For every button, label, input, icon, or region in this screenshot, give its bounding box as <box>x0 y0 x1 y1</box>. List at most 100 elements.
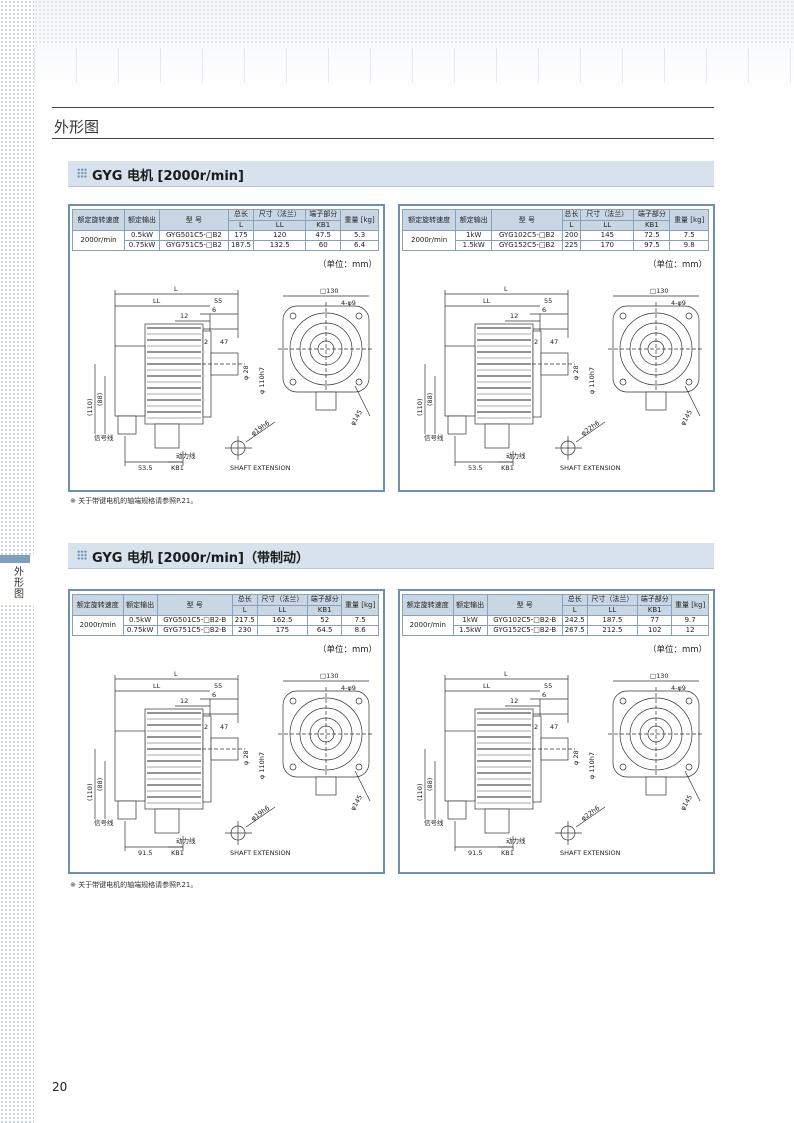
cell-speed: 2000r/min <box>402 615 454 636</box>
cell-LL: 175 <box>256 625 309 636</box>
page-title: 外形图 <box>54 118 100 136</box>
section-title: GYG 电机 [2000r/min] <box>92 169 245 184</box>
footnote: ※ 关于带键电机的轴端规格请参照P.21。 <box>70 881 198 889</box>
header-weight: 重量 [kg] <box>341 594 379 616</box>
subheader-L: L <box>561 219 582 231</box>
label-shaft-extension: SHAFT EXTENSION <box>230 464 291 472</box>
table-row: 0.75kW GYG751C5-□B2-B 230 175 64.5 8.6 <box>73 625 379 636</box>
spec-table: 额定旋转速度 额定输出 型 号 总长 尺寸（法兰） 端子部分 重量 [kg] L… <box>402 594 709 636</box>
dim-phi28: φ 28 <box>572 365 580 380</box>
cell-weight: 8.6 <box>341 625 379 636</box>
top-decorative-band <box>34 0 794 95</box>
outline-drawing: L LL 55 12 6 2 47 □130 4-φ9 φ 28 φ 110h7… <box>86 285 374 472</box>
cell-weight: 9.8 <box>669 240 709 251</box>
dim-L: L <box>504 285 508 293</box>
outline-drawing: L LL 55 12 6 2 47 □130 4-φ9 φ 28 φ 110h7… <box>86 670 374 857</box>
header-output: 额定输出 <box>452 594 488 616</box>
header-model: 型 号 <box>491 209 563 231</box>
spec-panel: 额定旋转速度 额定输出 型 号 总长 尺寸（法兰） 端子部分 重量 [kg] L… <box>398 204 715 492</box>
dim-47: 47 <box>220 338 228 346</box>
cell-weight: 12 <box>671 625 709 636</box>
dim-88: (88) <box>96 393 104 406</box>
label-power: 动力线 <box>506 836 526 845</box>
cell-speed: 2000r/min <box>72 615 124 636</box>
dim-53: 53.5 <box>138 464 152 472</box>
dim-6: 6 <box>542 691 546 699</box>
dim-47: 47 <box>550 338 558 346</box>
table-row: 1.5kW GYG152C5-□B2 225 170 97.5 9.8 <box>403 240 709 251</box>
cell-L: 187.5 <box>227 240 255 251</box>
label-shaft-extension: SHAFT EXTENSION <box>560 849 621 857</box>
dim-kb1: KB1 <box>501 849 514 857</box>
section-title: GYG 电机 [2000r/min]（带制动） <box>92 551 310 566</box>
dim-phi145: φ145 <box>679 794 694 812</box>
subheader-L: L <box>231 604 258 616</box>
dim-sq130: □130 <box>650 287 669 295</box>
dim-2: 2 <box>534 338 538 346</box>
outline-drawing: L LL 55 12 6 2 47 □130 4-φ9 φ 28 φ 110h7… <box>416 285 704 472</box>
cell-L: 225 <box>561 240 582 251</box>
subheader-KB1: KB1 <box>637 604 673 616</box>
spec-panel: 额定旋转速度 额定输出 型 号 总长 尺寸（法兰） 端子部分 重量 [kg] L… <box>68 589 385 874</box>
dim-phi110: φ 110h7 <box>258 367 266 394</box>
spec-table: 额定旋转速度 额定输出 型 号 总长 尺寸（法兰） 端子部分 重量 [kg] L… <box>401 209 709 251</box>
subheader-LL: LL <box>580 219 635 231</box>
cell-model: GYG501C5-□B2 <box>159 230 229 241</box>
dim-55: 55 <box>214 682 222 690</box>
dim-53: 91.5 <box>468 849 482 857</box>
dim-6: 6 <box>542 306 546 314</box>
dim-phi145: φ145 <box>349 409 364 427</box>
cell-KB1: 47.5 <box>305 230 342 241</box>
cell-LL: 145 <box>580 230 635 241</box>
dim-phi110: φ 110h7 <box>588 752 596 779</box>
cell-weight: 6.4 <box>340 240 379 251</box>
header-flange: 尺寸（法兰） <box>256 594 309 606</box>
unit-label: （单位：mm） <box>647 645 707 655</box>
subheader-KB1: KB1 <box>305 219 342 231</box>
cell-speed: 2000r/min <box>401 230 457 251</box>
label-signal: 信号线 <box>94 433 114 442</box>
header-flange: 尺寸（法兰） <box>580 209 635 221</box>
header-speed: 额定旋转速度 <box>401 209 457 231</box>
cell-speed: 2000r/min <box>72 230 125 251</box>
cell-weight: 9.7 <box>671 615 709 626</box>
subheader-LL: LL <box>586 604 639 616</box>
header-speed: 额定旋转速度 <box>72 594 124 616</box>
label-power: 动力线 <box>176 836 196 845</box>
cell-output: 0.75kW <box>122 625 158 636</box>
dim-phi28: φ 28 <box>572 750 580 765</box>
dim-holes: 4-φ9 <box>671 299 686 307</box>
dim-LL: LL <box>483 682 491 690</box>
header-terminal: 端子部分 <box>305 209 342 221</box>
header-weight: 重量 [kg] <box>340 209 379 231</box>
section-header-1: GYG 电机 [2000r/min] <box>68 161 714 187</box>
header-flange: 尺寸（法兰） <box>253 209 307 221</box>
subheader-LL: LL <box>253 219 307 231</box>
cell-L: 267.5 <box>561 625 588 636</box>
dim-12: 12 <box>510 697 518 705</box>
dim-110: (110) <box>416 399 424 416</box>
dim-12: 12 <box>180 312 188 320</box>
label-signal: 信号线 <box>424 818 444 827</box>
header-total-length: 总长 <box>227 209 255 221</box>
dim-phi145: φ145 <box>349 794 364 812</box>
cell-weight: 7.5 <box>341 615 379 626</box>
header-model: 型 号 <box>159 209 229 231</box>
cell-weight: 7.5 <box>669 230 709 241</box>
dim-55: 55 <box>214 297 222 305</box>
cell-output: 1.5kW <box>455 240 493 251</box>
cell-KB1: 72.5 <box>633 230 671 241</box>
section-header-2: GYG 电机 [2000r/min]（带制动） <box>68 543 714 569</box>
cell-model: GYG751C5-□B2-B <box>156 625 233 636</box>
dim-110: (110) <box>416 784 424 801</box>
header-speed: 额定旋转速度 <box>72 209 125 231</box>
cell-output: 1.5kW <box>452 625 488 636</box>
dim-phi28: φ 28 <box>242 750 250 765</box>
subheader-L: L <box>561 604 588 616</box>
dim-6: 6 <box>212 306 216 314</box>
dim-110: (110) <box>86 784 94 801</box>
unit-label: （单位：mm） <box>317 260 377 270</box>
header-model: 型 号 <box>156 594 233 616</box>
subheader-LL: LL <box>256 604 309 616</box>
title-rule-bottom <box>52 138 714 139</box>
